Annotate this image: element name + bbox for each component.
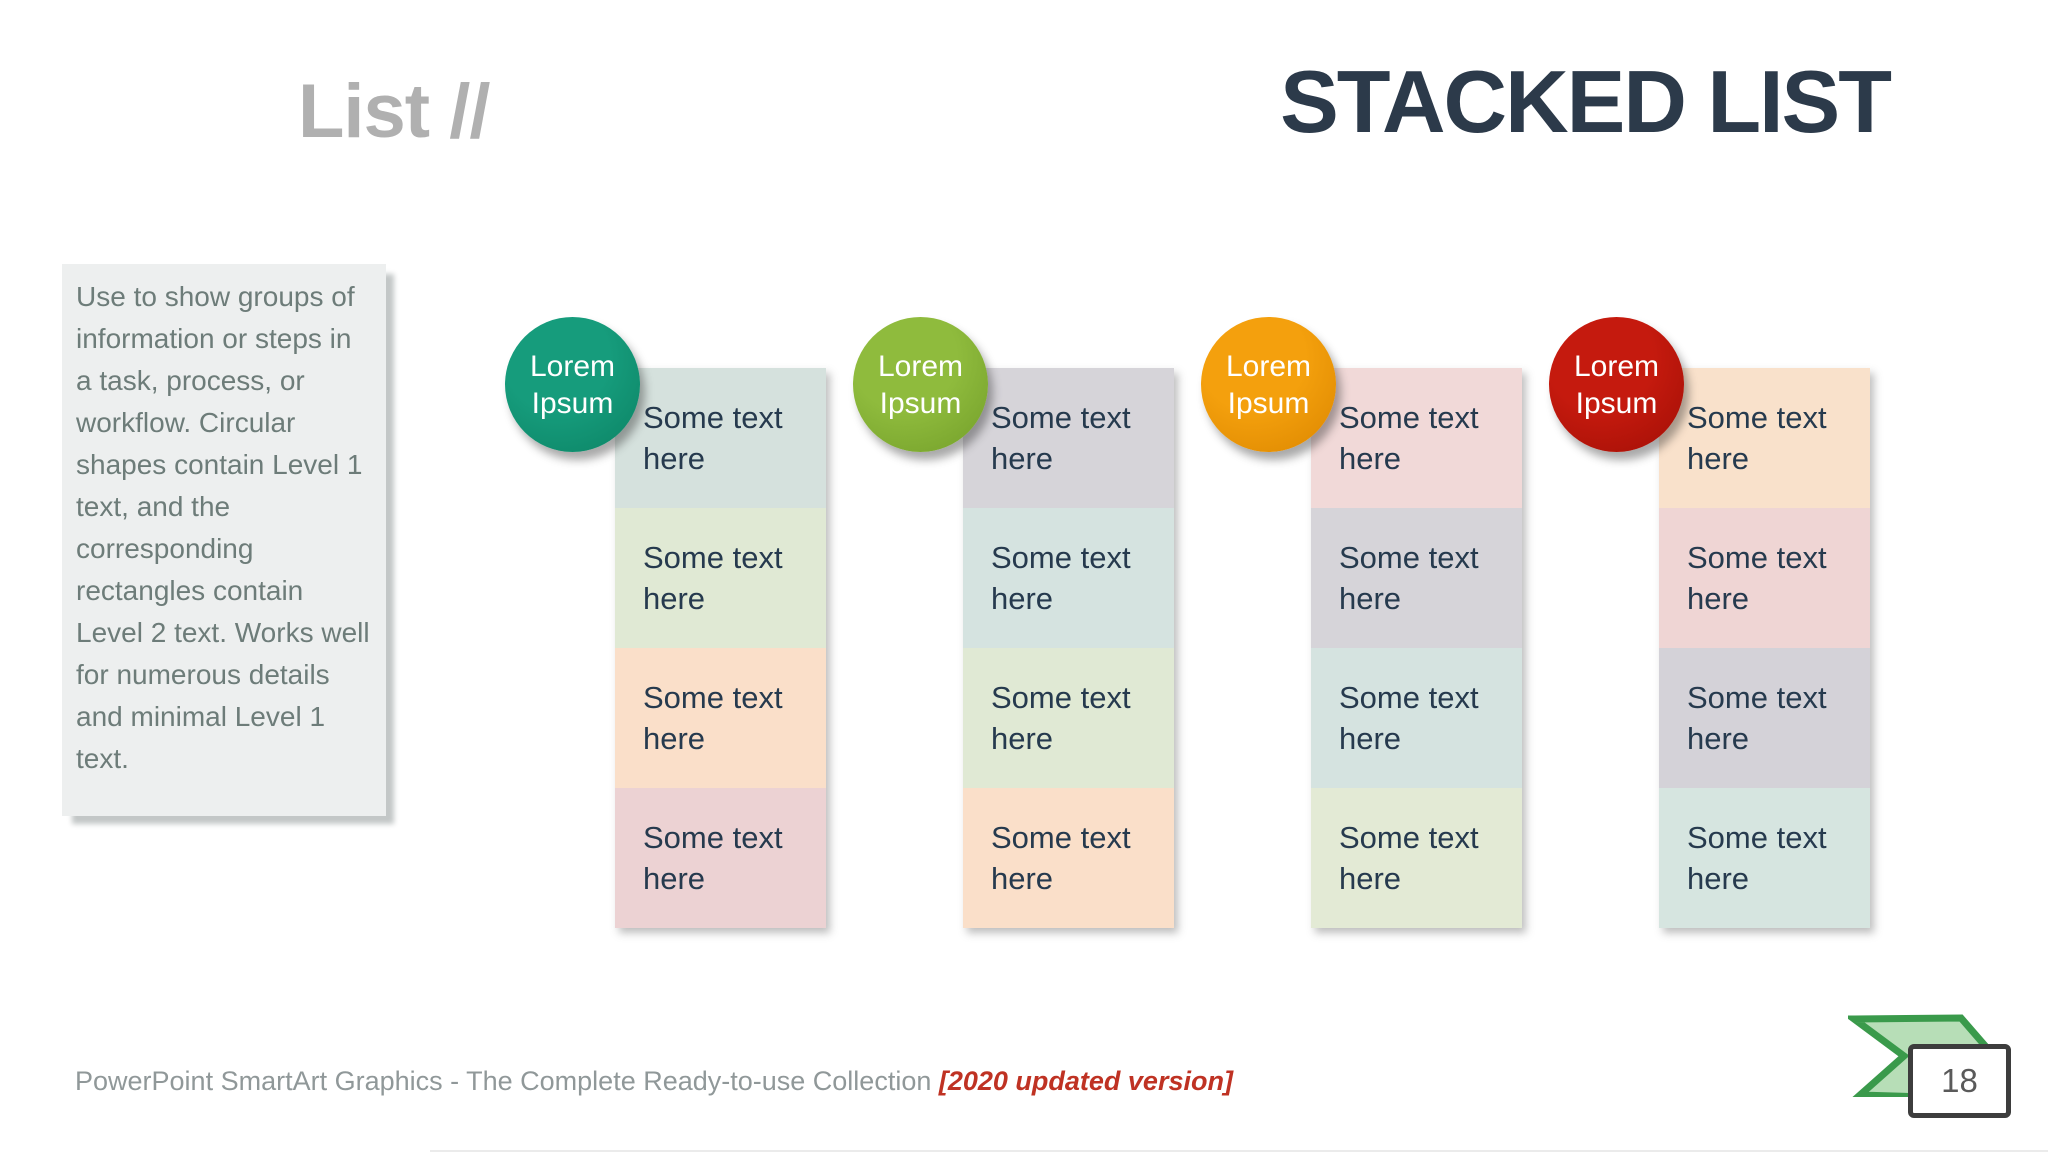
level1-circle: Lorem Ipsum [853,317,988,452]
list-item: Some text here [1311,788,1522,928]
list-item: Some text here [615,368,826,508]
footer-version-text: [2020 updated version] [938,1066,1233,1096]
footer: PowerPoint SmartArt Graphics - The Compl… [75,1066,1233,1097]
stacked-list-column-3: Lorem Ipsum Some text here Some text her… [1201,317,1531,932]
description-box: Use to show groups of information or ste… [62,264,386,816]
page-title: STACKED LIST [1280,52,1892,151]
stacked-list-column-1: Lorem Ipsum Some text here Some text her… [505,317,835,932]
list-item-label: Some text here [1339,400,1479,476]
list-item-label: Some text here [1339,820,1479,896]
list-item-label: Some text here [1687,540,1827,616]
footer-text: PowerPoint SmartArt Graphics - The Compl… [75,1066,939,1096]
level1-label: Lorem Ipsum [1573,349,1660,420]
list-item-label: Some text here [643,680,783,756]
list-item-label: Some text here [991,400,1131,476]
list-item-label: Some text here [1339,540,1479,616]
stacked-list-column-2: Lorem Ipsum Some text here Some text her… [853,317,1183,932]
list-item-label: Some text here [643,820,783,896]
list-item-label: Some text here [991,540,1131,616]
list-item: Some text here [963,508,1174,648]
list-item-label: Some text here [1339,680,1479,756]
list-item: Some text here [1659,648,1870,788]
list-item: Some text here [615,788,826,928]
level1-label: Lorem Ipsum [529,349,616,420]
level2-stack: Some text here Some text here Some text … [1659,368,1870,928]
level1-label: Lorem Ipsum [877,349,964,420]
level2-stack: Some text here Some text here Some text … [615,368,826,928]
list-item: Some text here [963,648,1174,788]
page-number: 18 [1941,1062,1978,1099]
level1-circle: Lorem Ipsum [1201,317,1336,452]
list-item-label: Some text here [991,680,1131,756]
list-item: Some text here [1659,788,1870,928]
level2-stack: Some text here Some text here Some text … [963,368,1174,928]
bottom-divider [430,1150,2048,1152]
list-item: Some text here [1659,508,1870,648]
list-item: Some text here [1311,508,1522,648]
page-number-box: 18 [1908,1044,2011,1118]
list-item-label: Some text here [1687,680,1827,756]
list-item: Some text here [615,648,826,788]
list-item: Some text here [1311,368,1522,508]
description-text: Use to show groups of information or ste… [76,281,370,774]
level2-stack: Some text here Some text here Some text … [1311,368,1522,928]
stacked-list-column-4: Lorem Ipsum Some text here Some text her… [1549,317,1879,932]
list-item-label: Some text here [643,400,783,476]
list-item: Some text here [615,508,826,648]
list-item: Some text here [1659,368,1870,508]
list-item: Some text here [1311,648,1522,788]
level1-circle: Lorem Ipsum [1549,317,1684,452]
list-item-label: Some text here [1687,400,1827,476]
list-item-label: Some text here [991,820,1131,896]
list-item-label: Some text here [1687,820,1827,896]
list-item: Some text here [963,368,1174,508]
list-item: Some text here [963,788,1174,928]
slide-kicker: List // [298,69,490,154]
level1-label: Lorem Ipsum [1225,349,1312,420]
list-item-label: Some text here [643,540,783,616]
level1-circle: Lorem Ipsum [505,317,640,452]
